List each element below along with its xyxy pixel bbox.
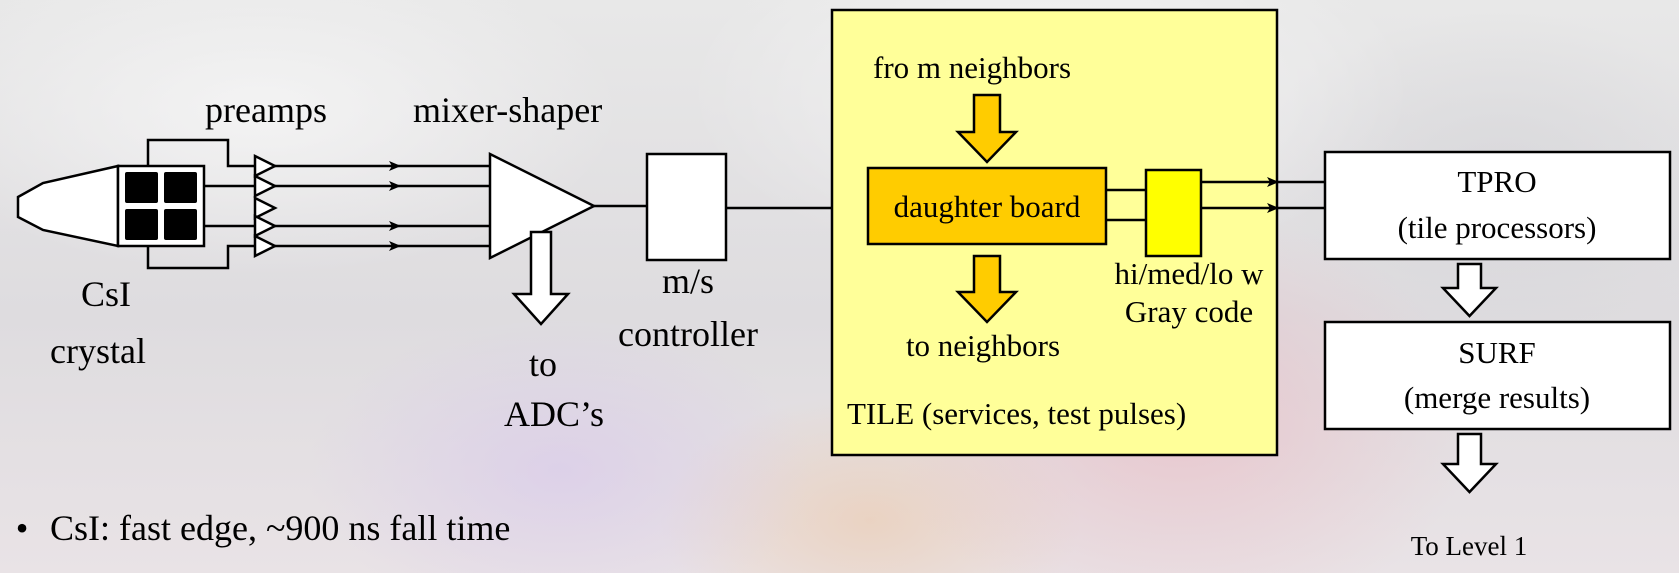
- crystal-body: [16, 164, 120, 248]
- tile-label: TILE (services, test pulses): [847, 396, 1186, 431]
- tpro-subtitle: (tile processors): [1398, 210, 1597, 245]
- bullet-text: CsI: fast edge, ~900 ns fall time: [50, 508, 511, 548]
- csi-crystal: [16, 164, 206, 248]
- adc-label-line2: ADC’s: [504, 394, 604, 434]
- from-neighbors-label: fro m neighbors: [873, 50, 1071, 85]
- tpro-title: TPRO: [1457, 164, 1536, 199]
- surf-to-level1-arrow: [1440, 432, 1499, 494]
- photodiode: [125, 172, 158, 203]
- diode-wires: [146, 138, 255, 270]
- preamps-label: preamps: [205, 90, 327, 130]
- photodiode: [164, 172, 197, 203]
- surf-title: SURF: [1458, 335, 1536, 370]
- tpro-to-surf-arrow: [1440, 262, 1499, 318]
- crystal-label-line2: crystal: [50, 331, 146, 371]
- bullet-dot: •: [15, 508, 29, 548]
- daughter-to-graycode-wires: [1106, 188, 1146, 222]
- gray-code-box: [1144, 168, 1203, 258]
- gray-code-label-line1: hi/med/lo w: [1115, 256, 1265, 291]
- surf-subtitle: (merge results): [1404, 380, 1590, 415]
- daughter-board-label: daughter board: [894, 189, 1081, 224]
- graycode-to-tpro-arrows: [1201, 177, 1325, 213]
- preamp: [253, 213, 278, 239]
- crystal-label-line1: CsI: [81, 274, 131, 314]
- from-neighbors-arrow: [955, 93, 1019, 164]
- preamp: [253, 173, 278, 199]
- to-neighbors-label: to neighbors: [906, 328, 1060, 363]
- controller-label-line2: controller: [618, 314, 758, 354]
- preamp: [253, 195, 278, 221]
- mixer-shaper-label: mixer-shaper: [413, 90, 602, 130]
- adc-label-line1: to: [529, 344, 557, 384]
- preamp: [253, 153, 278, 179]
- preamp-outputs: [275, 161, 490, 251]
- preamps: [253, 153, 278, 259]
- to-neighbors-arrow: [955, 254, 1019, 324]
- photodiode: [125, 209, 158, 240]
- ms-controller-box: [645, 152, 728, 262]
- controller-label-line1: m/s: [662, 261, 714, 301]
- daughter-board-box: [866, 166, 1108, 246]
- tpro-box: [1323, 150, 1672, 261]
- adc-output-arrow: [511, 230, 571, 326]
- preamp: [253, 233, 278, 259]
- surf-box: [1323, 320, 1672, 431]
- photodiode: [164, 209, 197, 240]
- bullet-list: • CsI: fast edge, ~900 ns fall time: [8, 508, 511, 548]
- level1-label: To Level 1: [1411, 531, 1528, 561]
- gray-code-label-line2: Gray code: [1125, 294, 1253, 329]
